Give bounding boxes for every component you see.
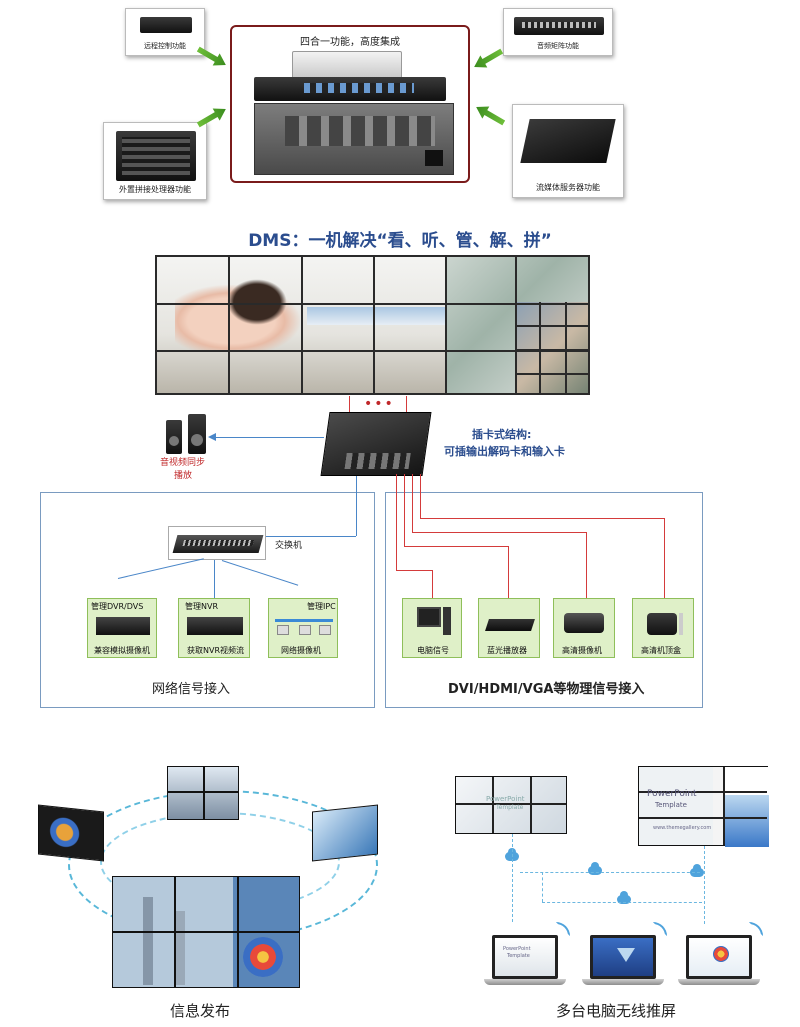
- card-audio-matrix-label: 音频矩阵功能: [537, 42, 579, 50]
- dash-v-1: [512, 834, 513, 922]
- red-h-2: [404, 546, 508, 547]
- mini-pc-device: [292, 51, 402, 79]
- box-nvr-top: 管理NVR: [185, 602, 219, 611]
- red-v-2: [404, 474, 405, 546]
- red-line-up-1: [349, 396, 350, 414]
- four-in-one-box: 四合一功能，高度集成: [230, 25, 470, 183]
- box-ipc: 管理IPC 网络摄像机: [268, 598, 338, 658]
- screen-main: [112, 876, 300, 988]
- screen-left: [38, 804, 104, 862]
- red-v-2b: [508, 546, 509, 598]
- box-nvr-bottom: 获取NVR视频流: [187, 646, 245, 655]
- dash-h-2: [542, 902, 702, 903]
- wireless-wall-right: PowerPoint Template www.themegallery.com: [638, 766, 769, 847]
- cloud-icon-2: [588, 862, 602, 875]
- blue-line-box2: [214, 560, 215, 600]
- red-h-3: [412, 532, 586, 533]
- box-dvr-top: 管理DVR/DVS: [91, 602, 144, 611]
- rack-device-back: [254, 103, 454, 175]
- red-h-1: [396, 570, 432, 571]
- card-remote-control: 远程控制功能: [125, 8, 205, 56]
- dash-v-3: [542, 872, 543, 902]
- screen-right: [312, 804, 378, 862]
- physical-caption: DVI/HDMI/VGA等物理信号接入: [448, 682, 645, 697]
- wall-left-ppt-sub: Template: [496, 804, 524, 811]
- wifi-icon-2: [653, 922, 667, 936]
- info-publish-caption: 信息发布: [170, 1002, 231, 1020]
- red-v-1: [396, 474, 397, 570]
- box-ipc-top: 管理IPC: [307, 602, 336, 611]
- red-h-4: [420, 518, 664, 519]
- blue-arrow-speakers: [214, 437, 324, 438]
- laptop-2-screen: [590, 935, 656, 979]
- laptop-2-base: [582, 979, 664, 985]
- switch-label: 交换机: [275, 541, 303, 551]
- wifi-icon-3: [749, 922, 763, 936]
- box-hd-camera-label: 高清摄像机: [562, 646, 602, 655]
- card-splicing-processor: 外置拼接处理器功能: [103, 122, 207, 200]
- speaker-label-line2: 播放: [174, 471, 193, 481]
- plugin-title: 插卡式结构:: [472, 428, 532, 441]
- switch-device: [168, 526, 266, 560]
- green-arrow-tr: [471, 45, 506, 73]
- red-v-3b: [586, 532, 587, 598]
- box-set-top-label: 高清机顶盒: [641, 646, 681, 655]
- card-streaming-server: 流媒体服务器功能: [512, 104, 624, 198]
- red-v-3: [412, 474, 413, 532]
- dms-device: [320, 412, 432, 476]
- laptop-1-ppt-title: PowerPoint: [503, 946, 531, 952]
- four-in-one-title: 四合一功能，高度集成: [300, 37, 400, 48]
- wireless-wall-left: PowerPoint Template: [455, 776, 567, 834]
- network-caption: 网络信号接入: [152, 682, 231, 697]
- box-pc-signal-label: 电脑信号: [417, 646, 449, 655]
- card-splicing-processor-label: 外置拼接处理器功能: [119, 185, 191, 194]
- video-wall: [155, 255, 590, 395]
- speaker-right: [188, 414, 206, 454]
- red-line-up-2: [406, 396, 407, 414]
- box-pc-signal: 电脑信号: [402, 598, 462, 658]
- laptop-3-base: [678, 979, 760, 985]
- speaker-left: [166, 420, 182, 454]
- laptop-1-ppt-sub: Template: [507, 953, 530, 959]
- box-hd-camera: 高清摄像机: [553, 598, 615, 658]
- red-v-1b: [432, 570, 433, 598]
- blue-arrow-speakers-head: [208, 433, 216, 441]
- blue-line-switch-up: [356, 476, 357, 536]
- screen-top: [167, 766, 239, 820]
- laptop-3-screen: [686, 935, 752, 979]
- wall-right-ppt-url: www.themegallery.com: [653, 825, 712, 831]
- green-arrow-tl: [195, 43, 230, 71]
- wall-left-ppt-title: PowerPoint: [486, 795, 525, 803]
- red-v-4b: [664, 518, 665, 598]
- card-remote-control-label: 远程控制功能: [144, 42, 186, 50]
- wifi-icon-1: [556, 922, 570, 936]
- wall-right-ppt-sub: Template: [655, 801, 687, 809]
- dash-h-1: [520, 872, 700, 873]
- box-dvr-bottom: 兼容模拟摄像机: [94, 646, 150, 655]
- dms-main-title: DMS：一机解决“看、听、管、解、拼”: [248, 231, 552, 251]
- laptop-1-screen: PowerPoint Template: [492, 935, 558, 979]
- box-bluray-label: 蓝光播放器: [487, 646, 527, 655]
- green-arrow-br: [473, 101, 508, 129]
- wireless-caption: 多台电脑无线推屏: [556, 1002, 677, 1020]
- plugin-subtitle: 可插输出解码卡和输入卡: [444, 445, 565, 458]
- blue-line-switch-right: [266, 536, 356, 537]
- box-nvr: 管理NVR 获取NVR视频流: [178, 598, 250, 658]
- red-v-4: [420, 474, 421, 518]
- wall-right-ppt-title: PowerPoint: [647, 789, 697, 799]
- red-ellipsis: •••: [364, 396, 395, 412]
- box-dvr: 管理DVR/DVS 兼容模拟摄像机: [87, 598, 157, 658]
- card-audio-matrix: 音频矩阵功能: [503, 8, 613, 56]
- rack-device-front: [254, 77, 446, 101]
- card-streaming-server-label: 流媒体服务器功能: [536, 183, 600, 192]
- box-ipc-bottom: 网络摄像机: [281, 646, 321, 655]
- laptop-1-base: [484, 979, 566, 985]
- speaker-label-line1: 音视频同步: [160, 458, 206, 468]
- dash-v-2: [704, 846, 705, 924]
- box-bluray: 蓝光播放器: [478, 598, 540, 658]
- green-arrow-bl: [195, 103, 230, 131]
- cloud-icon-3: [617, 891, 631, 904]
- box-set-top: 高清机顶盒: [632, 598, 694, 658]
